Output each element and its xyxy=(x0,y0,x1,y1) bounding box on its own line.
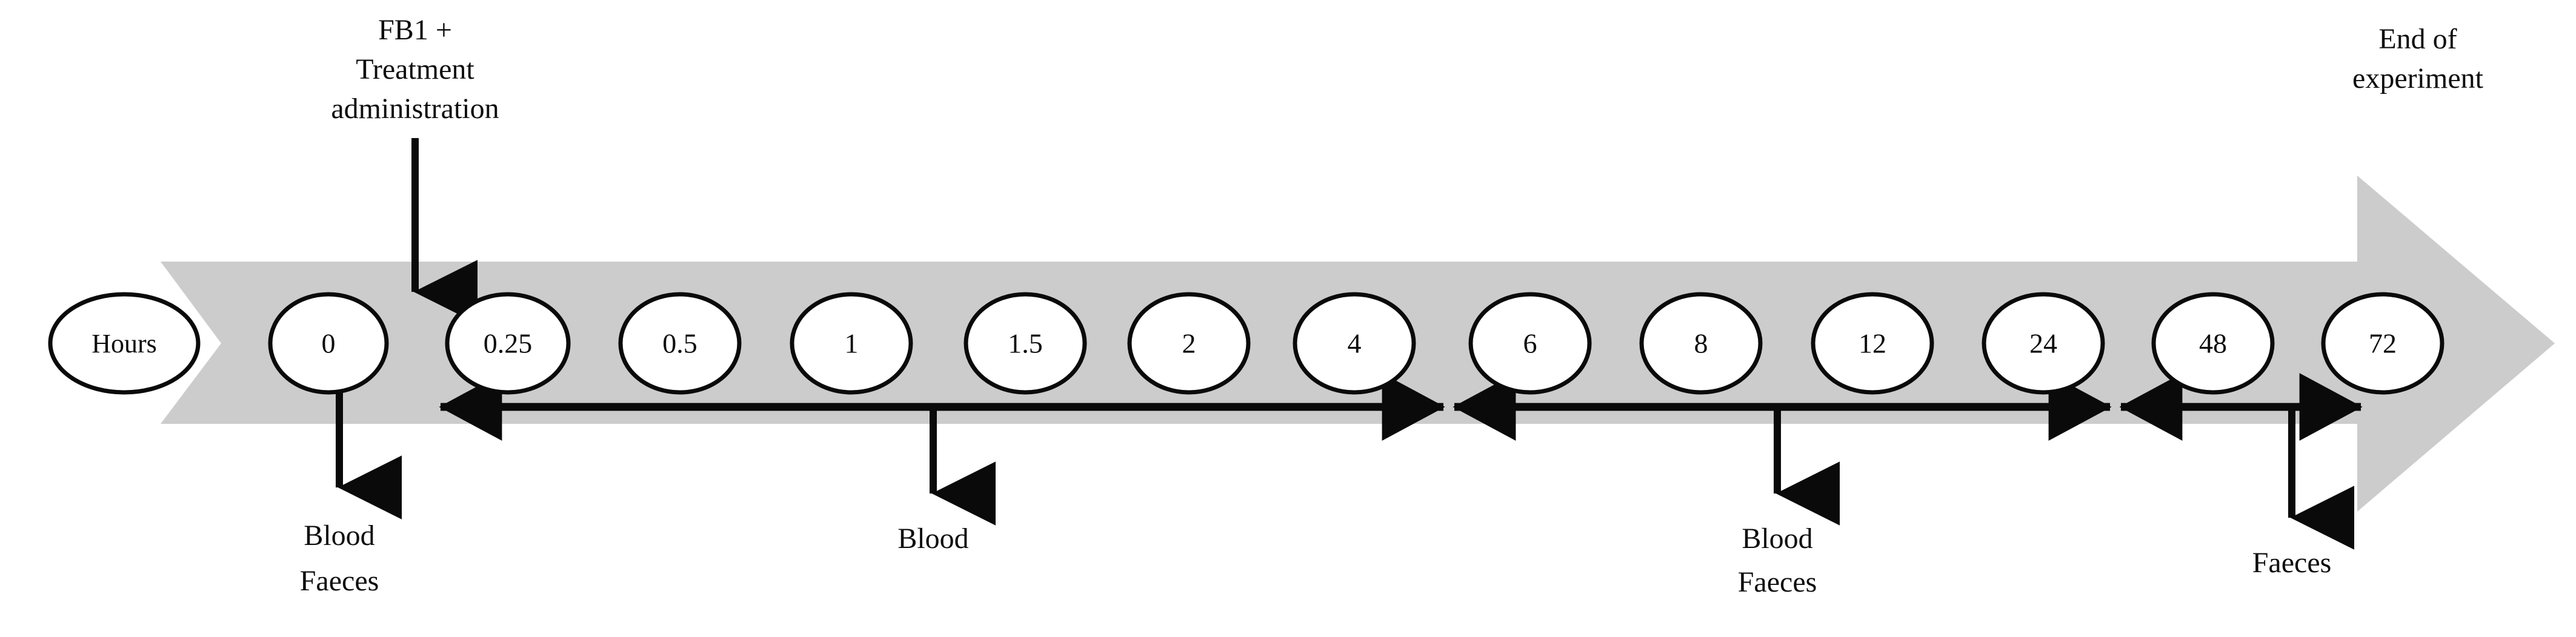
node-label: 0.25 xyxy=(484,328,533,359)
node-label: 1 xyxy=(845,328,859,359)
sampling-48h-line-1: Faeces xyxy=(2252,547,2332,579)
sampling-callouts-group: Blood Faeces Blood Blood Faeces Faeces xyxy=(300,392,2355,598)
fb1-line-3: administration xyxy=(331,93,499,125)
node-ellipse-shape xyxy=(2151,292,2275,395)
node-label: 2 xyxy=(1182,328,1196,359)
node-ellipse-shape xyxy=(1293,292,1416,395)
sampling-0h-line-1: Blood xyxy=(304,520,374,552)
node-ellipse-shape xyxy=(1639,292,1763,395)
node-label: Hours xyxy=(92,329,157,358)
end-of-experiment-line-1: End of xyxy=(2378,23,2457,55)
node-ellipse-shape xyxy=(790,292,913,395)
timeline-node-6[interactable]: 6 xyxy=(1468,292,1592,395)
sampling-12h-line-1: Blood xyxy=(1742,523,1812,555)
timeline-node-0[interactable]: 0 xyxy=(268,292,389,395)
node-ellipse-shape xyxy=(48,292,201,395)
node-label: 4 xyxy=(1348,328,1362,359)
node-label: 6 xyxy=(1523,328,1537,359)
node-label: 12 xyxy=(1859,328,1886,359)
sampling-0h-line-2: Faeces xyxy=(300,565,379,597)
node-ellipse-shape xyxy=(618,292,742,395)
fb1-line-1: FB1 + xyxy=(378,14,452,46)
timeline-node-12[interactable]: 12 xyxy=(1811,292,1934,395)
node-label: 0 xyxy=(322,328,336,359)
callout-sampling-12h: Blood Faeces xyxy=(1738,407,1840,598)
callout-end-of-experiment: End of experiment xyxy=(2352,23,2484,94)
node-label: 48 xyxy=(2199,328,2227,359)
node-label: 72 xyxy=(2369,328,2397,359)
callout-sampling-0h: Blood Faeces xyxy=(300,392,402,597)
timeline-node-1[interactable]: 1 xyxy=(790,292,913,395)
timeline-node-4[interactable]: 4 xyxy=(1293,292,1416,395)
timeline-nodes-group: Hours 0 0.25 0.5 1 1.5 xyxy=(48,292,2445,395)
node-label: 8 xyxy=(1694,328,1708,359)
timeline-node-72[interactable]: 72 xyxy=(2321,292,2445,395)
timeline-node-0p25[interactable]: 0.25 xyxy=(445,292,571,395)
fb1-line-2: Treatment xyxy=(356,53,474,85)
timeline-node-hours[interactable]: Hours xyxy=(48,292,201,395)
node-ellipse-shape xyxy=(1468,292,1592,395)
node-ellipse-shape xyxy=(1127,292,1251,395)
node-ellipse-shape xyxy=(2321,292,2445,395)
callout-sampling-48h: Faeces xyxy=(2252,407,2355,579)
sampling-12h-line-2: Faeces xyxy=(1738,566,1817,598)
timeline-node-0p5[interactable]: 0.5 xyxy=(618,292,742,395)
timeline-node-48[interactable]: 48 xyxy=(2151,292,2275,395)
timeline-node-1p5[interactable]: 1.5 xyxy=(964,292,1087,395)
sampling-mid-line-1: Blood xyxy=(897,523,968,555)
timeline-node-8[interactable]: 8 xyxy=(1639,292,1763,395)
node-ellipse-shape xyxy=(1811,292,1934,395)
node-ellipse-shape xyxy=(1982,292,2105,395)
node-label: 0.5 xyxy=(662,328,697,359)
callout-fb1-treatment-administration: FB1 + Treatment administration xyxy=(331,14,499,324)
node-ellipse-shape xyxy=(445,292,571,395)
node-label: 1.5 xyxy=(1008,328,1043,359)
timeline-node-2[interactable]: 2 xyxy=(1127,292,1251,395)
node-label: 24 xyxy=(2029,328,2057,359)
end-of-experiment-line-2: experiment xyxy=(2352,62,2484,94)
callout-sampling-mid: Blood xyxy=(897,407,996,555)
timeline-node-24[interactable]: 24 xyxy=(1982,292,2105,395)
node-ellipse-shape xyxy=(268,292,389,395)
node-ellipse-shape xyxy=(964,292,1087,395)
